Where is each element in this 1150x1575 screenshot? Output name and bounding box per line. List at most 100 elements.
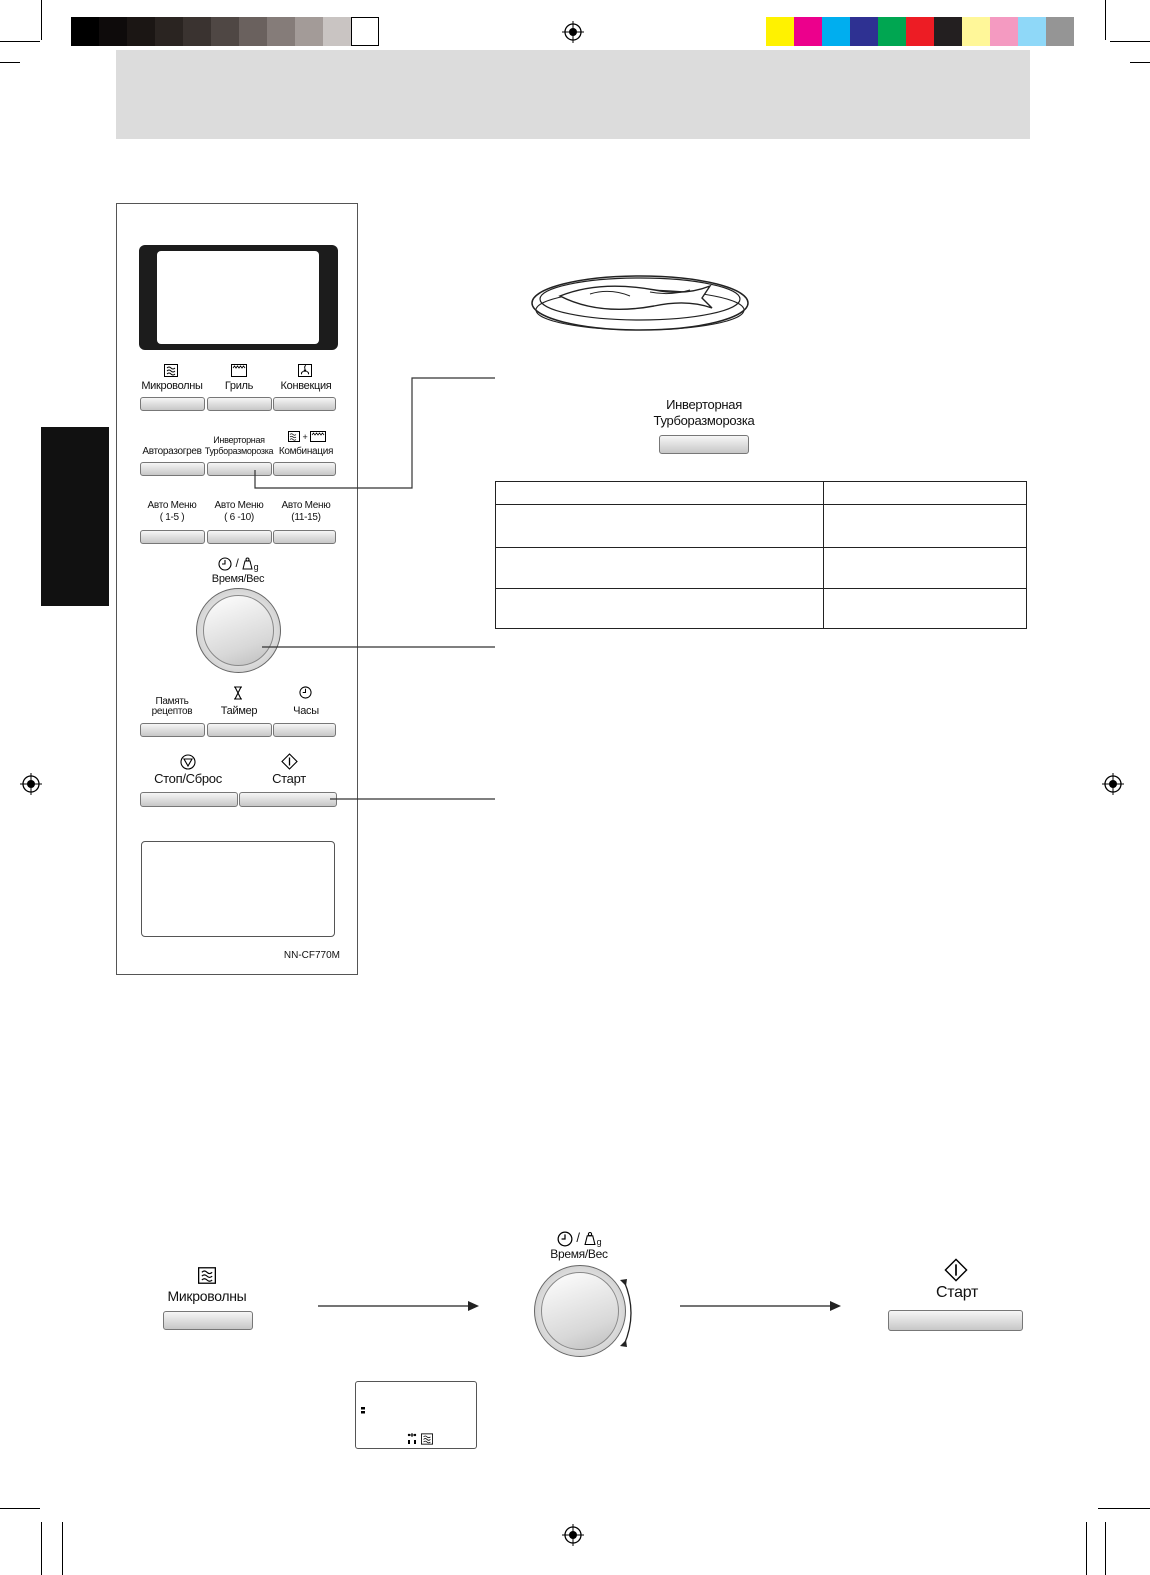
auto-menu-1-label-line1: Авто Меню <box>147 500 197 511</box>
crop-mark <box>1110 41 1150 42</box>
microwave-icon <box>198 1267 216 1284</box>
color-swatch <box>323 17 351 46</box>
panel-note-box <box>141 841 335 937</box>
sequence-microwave-label: Микроволны <box>167 1288 247 1304</box>
timer-label: Таймер <box>220 705 258 717</box>
grill-icon <box>310 431 326 442</box>
callout-inverter-label-line2: Турборазморозка <box>653 413 755 428</box>
inverter-label-line2: Турборазморозка <box>204 446 274 456</box>
defrost-table <box>495 481 1027 629</box>
color-swatch <box>1018 17 1046 46</box>
table-row-divider <box>496 588 1026 589</box>
convection-button-label: Конвекция <box>280 380 332 392</box>
registration-mark-icon <box>562 21 584 43</box>
clock-label: Часы <box>293 705 319 717</box>
callout-inverter-defrost-button[interactable] <box>659 435 749 454</box>
crop-mark <box>0 62 20 63</box>
table-column-divider <box>823 482 824 628</box>
table-row-divider <box>496 547 1026 548</box>
grill-icon <box>231 364 247 377</box>
clock-icon <box>218 557 232 571</box>
auto-reheat-button[interactable] <box>140 462 205 476</box>
microwave-icon <box>164 364 178 377</box>
start-icon <box>281 753 298 770</box>
registration-mark-icon <box>20 773 42 795</box>
crop-mark <box>0 1508 40 1509</box>
stop-reset-label: Стоп/Сброс <box>154 771 222 786</box>
microwave-icon <box>288 431 300 442</box>
crop-mark <box>1098 1508 1150 1509</box>
rotate-arrow-icon <box>620 1279 632 1347</box>
weight-unit: g <box>253 562 259 572</box>
color-swatch <box>766 17 794 46</box>
color-swatch <box>211 17 239 46</box>
stop-icon <box>180 754 196 770</box>
auto-menu-6-10-button[interactable] <box>207 530 272 544</box>
timer-button[interactable] <box>207 723 272 737</box>
weight-unit: g <box>596 1237 602 1247</box>
sequence-start-button[interactable] <box>888 1310 1023 1331</box>
color-swatch <box>962 17 990 46</box>
header-bar <box>116 50 1030 139</box>
color-swatch <box>990 17 1018 46</box>
leader-lines <box>254 377 495 800</box>
slash-separator: / <box>235 556 239 570</box>
crop-mark <box>1105 0 1106 40</box>
color-swatch <box>155 17 183 46</box>
stop-reset-button[interactable] <box>140 792 238 807</box>
auto-menu-1-5-button[interactable] <box>140 530 205 544</box>
auto-menu-3-label-line2: (11-15) <box>291 512 321 523</box>
combination-label: Комбинация <box>278 446 334 457</box>
inverter-label-line1: Инверторная <box>213 435 265 445</box>
memory-label-line1: Память <box>155 696 189 707</box>
auto-menu-11-15-button[interactable] <box>273 530 336 544</box>
recipe-memory-button[interactable] <box>140 723 205 737</box>
sequence-start-label: Старт <box>936 1284 978 1301</box>
table-row-divider <box>496 504 1026 505</box>
crop-mark <box>41 1522 42 1575</box>
crop-mark <box>0 41 40 42</box>
color-swatch <box>239 17 267 46</box>
color-swatch <box>183 17 211 46</box>
color-swatch <box>99 17 127 46</box>
memory-label-line2: рецептов <box>151 706 193 717</box>
color-swatch <box>351 17 379 46</box>
auto-reheat-label: Авторазогрев <box>142 446 202 457</box>
color-swatch <box>850 17 878 46</box>
color-swatch <box>71 17 99 46</box>
microwave-button[interactable] <box>140 397 205 411</box>
sequence-time-weight-label: Время/Вес <box>550 1247 608 1261</box>
clock-icon <box>299 686 312 699</box>
arrow-right-icon <box>680 1301 841 1311</box>
color-swatch <box>822 17 850 46</box>
registration-mark-icon <box>1102 773 1124 795</box>
crop-mark <box>1130 62 1150 63</box>
color-swatch <box>878 17 906 46</box>
registration-mark-icon <box>562 1524 584 1546</box>
microwave-button-label: Микроволны <box>141 380 203 392</box>
sequence-microwave-button[interactable] <box>163 1311 253 1330</box>
auto-menu-2-label-line2: ( 6 -10) <box>224 512 254 523</box>
color-swatch <box>295 17 323 46</box>
time-weight-dial-knob[interactable] <box>203 595 274 666</box>
auto-menu-3-label-line1: Авто Меню <box>281 500 331 511</box>
auto-menu-2-label-line1: Авто Меню <box>214 500 264 511</box>
sequence-dial-knob[interactable] <box>541 1272 619 1350</box>
color-swatch <box>1046 17 1074 46</box>
color-swatch <box>794 17 822 46</box>
combination-button[interactable] <box>273 462 336 476</box>
crop-mark <box>41 0 42 40</box>
arrow-right-icon <box>318 1301 479 1311</box>
convection-button[interactable] <box>273 397 336 411</box>
time-weight-label: Время/Вес <box>211 573 265 585</box>
crop-mark <box>62 1522 63 1575</box>
inverter-defrost-button[interactable] <box>207 462 272 476</box>
weight-icon <box>242 557 253 570</box>
color-swatch <box>906 17 934 46</box>
plate-with-fish-illustration <box>531 275 749 331</box>
clock-button[interactable] <box>273 723 336 737</box>
model-number: NN-CF770M <box>283 950 340 961</box>
clock-icon <box>557 1231 573 1247</box>
color-swatch <box>934 17 962 46</box>
grill-button[interactable] <box>207 397 272 411</box>
